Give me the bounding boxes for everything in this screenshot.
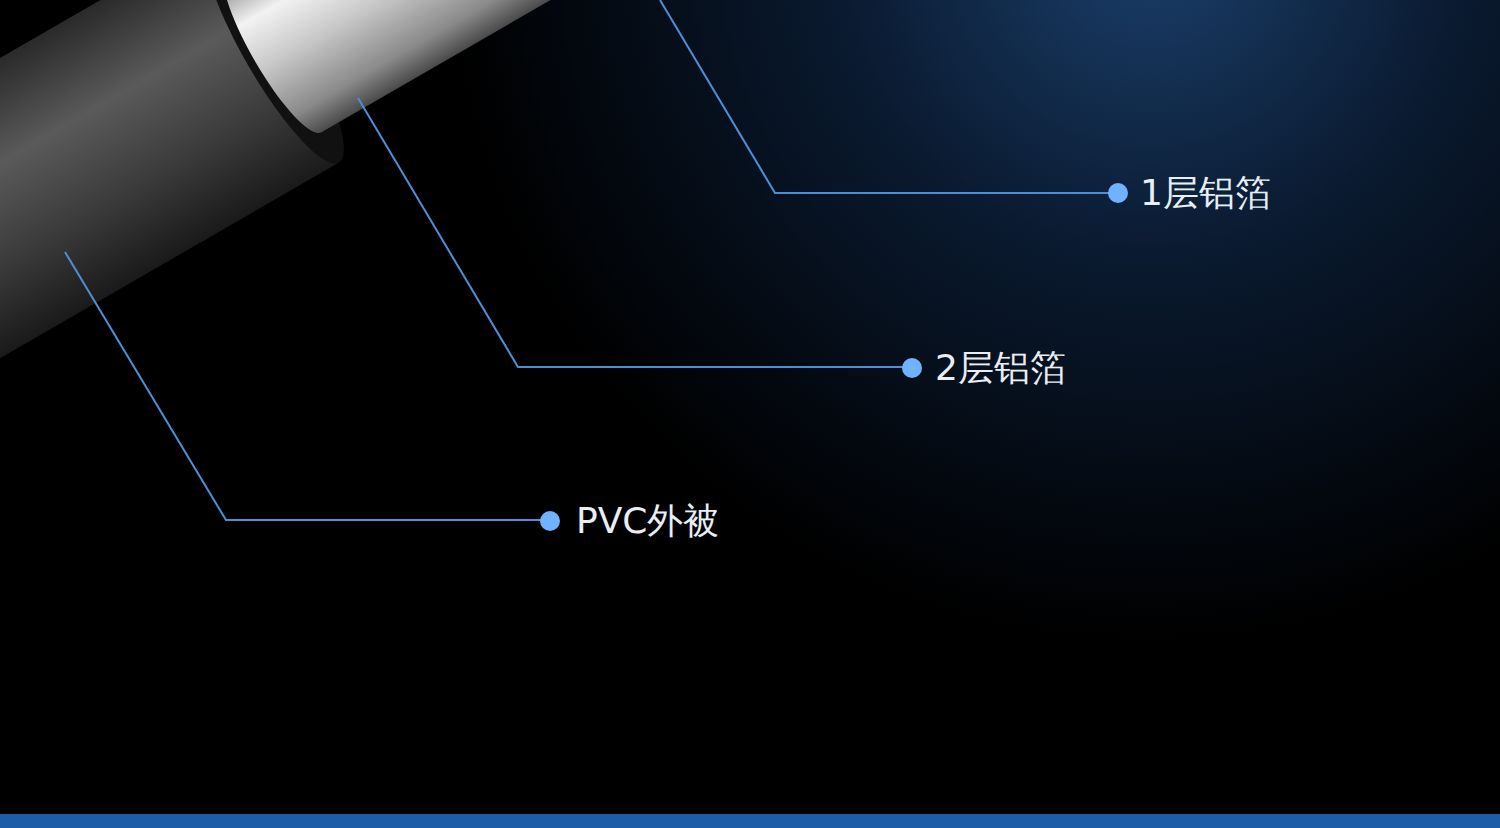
leader-lines [65, 0, 1118, 520]
callout-label: 1层铝箔 [1140, 175, 1271, 211]
leader-dots [540, 183, 1128, 531]
bottom-band [0, 814, 1500, 828]
callout-label: PVC外被 [576, 503, 719, 539]
callout-label: 2层铝箔 [935, 350, 1066, 386]
